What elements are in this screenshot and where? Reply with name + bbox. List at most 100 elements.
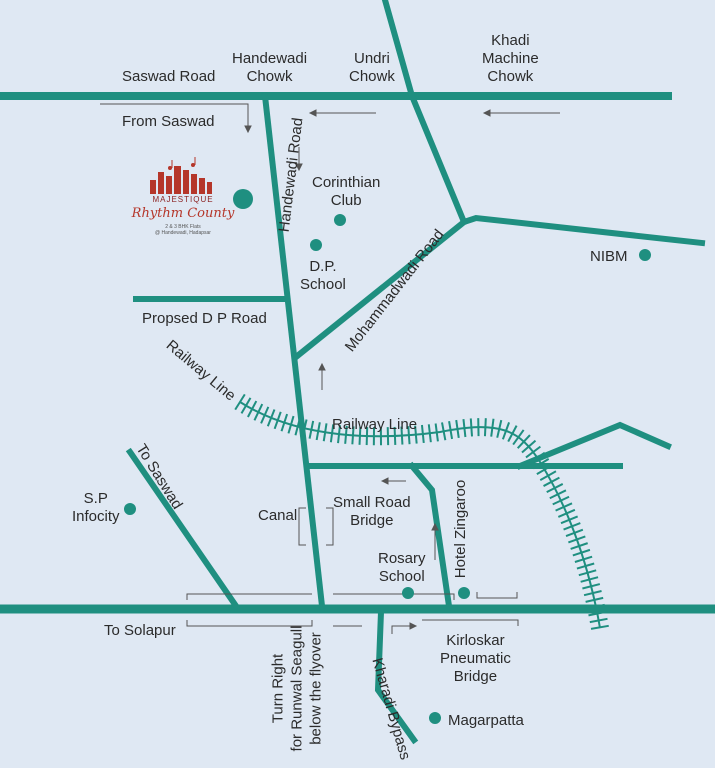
- railway-line-path: [239, 401, 601, 629]
- nibm-marker[interactable]: [639, 249, 651, 261]
- railway-tie: [308, 420, 315, 439]
- railway-tie: [560, 515, 579, 525]
- solapur-bracket-left: [186, 620, 313, 627]
- railway-tie: [234, 393, 246, 411]
- railway-tie: [512, 429, 525, 446]
- to-saswad-road: [125, 447, 241, 611]
- railway-tie: [572, 548, 591, 557]
- corinthian-club-marker[interactable]: [334, 214, 346, 226]
- logo-name: Rhythm County: [131, 206, 235, 221]
- railway-tie: [490, 418, 495, 437]
- magarpatta-marker[interactable]: [429, 712, 441, 724]
- railway-tie: [582, 583, 601, 590]
- railway-tie: [555, 502, 573, 512]
- railway-tie: [496, 419, 503, 438]
- railway-tie: [469, 418, 473, 437]
- city-skyline-music-icon: [150, 157, 212, 194]
- railway-tie: [525, 445, 541, 459]
- kirloskar-bracket: [422, 619, 519, 626]
- railway-tie: [501, 422, 511, 440]
- railway-tie: [546, 483, 564, 494]
- mohammadwadi-road: [291, 217, 469, 362]
- nibm-road: [460, 214, 706, 247]
- railway-tie: [462, 419, 467, 438]
- bridge-bracket-left: [186, 593, 312, 600]
- railway-tie: [407, 426, 411, 445]
- roads: [0, 0, 715, 745]
- railway-tie: [434, 423, 439, 442]
- railway-tie: [590, 624, 609, 630]
- railway-tie: [570, 542, 589, 550]
- handewadi-arrowhead: [295, 163, 303, 172]
- kirloskar-pointer: [391, 625, 410, 634]
- turn-right-label: Turn Right for Runwal Seagull below the …: [269, 625, 325, 752]
- from-saswad-label: From Saswad: [122, 113, 215, 130]
- hotel-zingaroo-road: [407, 461, 453, 610]
- small-road-bridge-label: Small Road Bridge: [333, 494, 411, 529]
- rosary-school-label: Rosary School: [378, 550, 426, 585]
- handewadi-road: [261, 92, 326, 610]
- railway-tie: [365, 427, 369, 446]
- project-logo: MAJESTIQUE Rhythm County 2 & 3 BHK Flats…: [128, 160, 238, 255]
- kirloskar-arrowhead: [409, 622, 418, 630]
- railway-tie: [539, 470, 557, 481]
- from-saswad-pointer: [100, 103, 249, 128]
- railway-tie: [322, 423, 328, 442]
- zingaroo-bracket: [476, 592, 518, 599]
- railway-tie: [287, 415, 295, 434]
- railway-tie: [585, 596, 604, 603]
- proposed-dp-road-label: Propsed D P Road: [142, 310, 267, 327]
- mohammadwadi-arrowhead: [318, 362, 326, 371]
- kirloskar-bridge-label: Kirloskar Pneumatic Bridge: [440, 632, 511, 685]
- railway-tie: [280, 413, 289, 432]
- railway-tie: [583, 590, 602, 597]
- magarpatta-label: Magarpatta: [448, 712, 524, 729]
- rosary-school-marker[interactable]: [402, 587, 414, 599]
- railway-tie: [563, 522, 581, 531]
- railway-tie: [549, 489, 567, 500]
- sp-infocity-marker[interactable]: [124, 503, 136, 515]
- hotel-zingaroo-marker[interactable]: [458, 587, 470, 599]
- railway-tie: [552, 495, 570, 506]
- railway-line-label: Railway Line: [332, 416, 418, 433]
- railway-tie: [557, 508, 576, 518]
- from-saswad-arrowhead: [244, 125, 252, 134]
- railway-tie: [580, 576, 599, 583]
- railway-tie: [351, 426, 355, 445]
- project-location-marker[interactable]: [233, 189, 253, 209]
- saswad-road-label: Saswad Road: [122, 68, 216, 85]
- railway-tie: [337, 425, 341, 444]
- railway-tie: [448, 421, 454, 440]
- annotations: [100, 103, 560, 634]
- undri-chowk-label: Undri Chowk: [349, 50, 395, 85]
- railway-tie: [574, 555, 593, 563]
- railway-tie: [521, 439, 537, 454]
- railway-tie: [253, 403, 264, 421]
- zingaroo-arrowhead: [380, 477, 389, 485]
- railway-tie: [483, 418, 487, 437]
- dp-school-label: D.P. School: [300, 258, 346, 293]
- railway-tie: [568, 535, 586, 544]
- handewadi-chowk-label: Handewadi Chowk: [232, 50, 308, 85]
- bridge-arrowhead: [431, 522, 439, 531]
- railway-tie: [260, 406, 270, 424]
- railway-tie: [358, 426, 362, 445]
- to-solapur-label: To Solapur: [104, 622, 176, 639]
- railway-tie: [578, 569, 597, 577]
- railway-tie: [516, 434, 531, 449]
- railway-track: [234, 393, 609, 630]
- railway-tie: [266, 409, 276, 427]
- logo-brand: MAJESTIQUE: [152, 195, 214, 204]
- canal-bracket-right: [326, 507, 334, 546]
- railway-tie: [565, 528, 584, 537]
- railway-tie: [273, 411, 282, 430]
- sp-infocity-label: S.P Infocity: [72, 490, 120, 525]
- railway-tie: [576, 562, 595, 570]
- undri-road-south: [408, 92, 468, 226]
- nibm-link-road: [516, 421, 672, 470]
- dp-school-marker[interactable]: [310, 239, 322, 251]
- railway-tie: [589, 617, 608, 624]
- railway-tie: [455, 419, 460, 439]
- undri-road-north: [381, 0, 416, 100]
